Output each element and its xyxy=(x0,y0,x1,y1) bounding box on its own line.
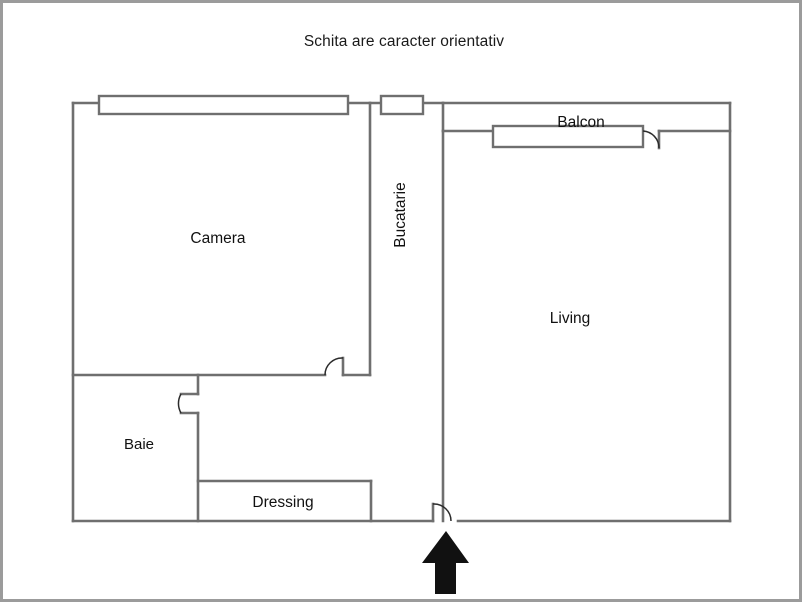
camera-door-icon xyxy=(324,357,344,376)
room-label-balcon: Balcon xyxy=(557,114,604,131)
entrance-door-icon xyxy=(432,503,452,522)
room-label-living: Living xyxy=(550,310,591,327)
entrance-arrow-icon xyxy=(422,531,469,594)
door-swing-group xyxy=(177,130,660,522)
bucatarie-window-icon xyxy=(379,94,425,116)
room-label-dressing: Dressing xyxy=(252,494,313,511)
room-label-camera: Camera xyxy=(190,230,246,247)
baie-door-icon xyxy=(177,393,182,414)
room-label-group: Camera Bucatarie Living Balcon Baie Dres… xyxy=(124,114,605,511)
wall-group xyxy=(71,101,732,523)
camera-window-icon xyxy=(97,94,350,116)
room-label-baie: Baie xyxy=(124,436,154,453)
balcon-door-icon xyxy=(642,130,660,149)
floorplan-drawing: Camera Bucatarie Living Balcon Baie Dres… xyxy=(71,94,732,594)
page-title: Schita are caracter orientativ xyxy=(303,33,505,50)
balcon-railing-icon xyxy=(491,124,645,149)
window-group xyxy=(97,94,645,149)
room-label-bucatarie: Bucatarie xyxy=(392,182,409,247)
